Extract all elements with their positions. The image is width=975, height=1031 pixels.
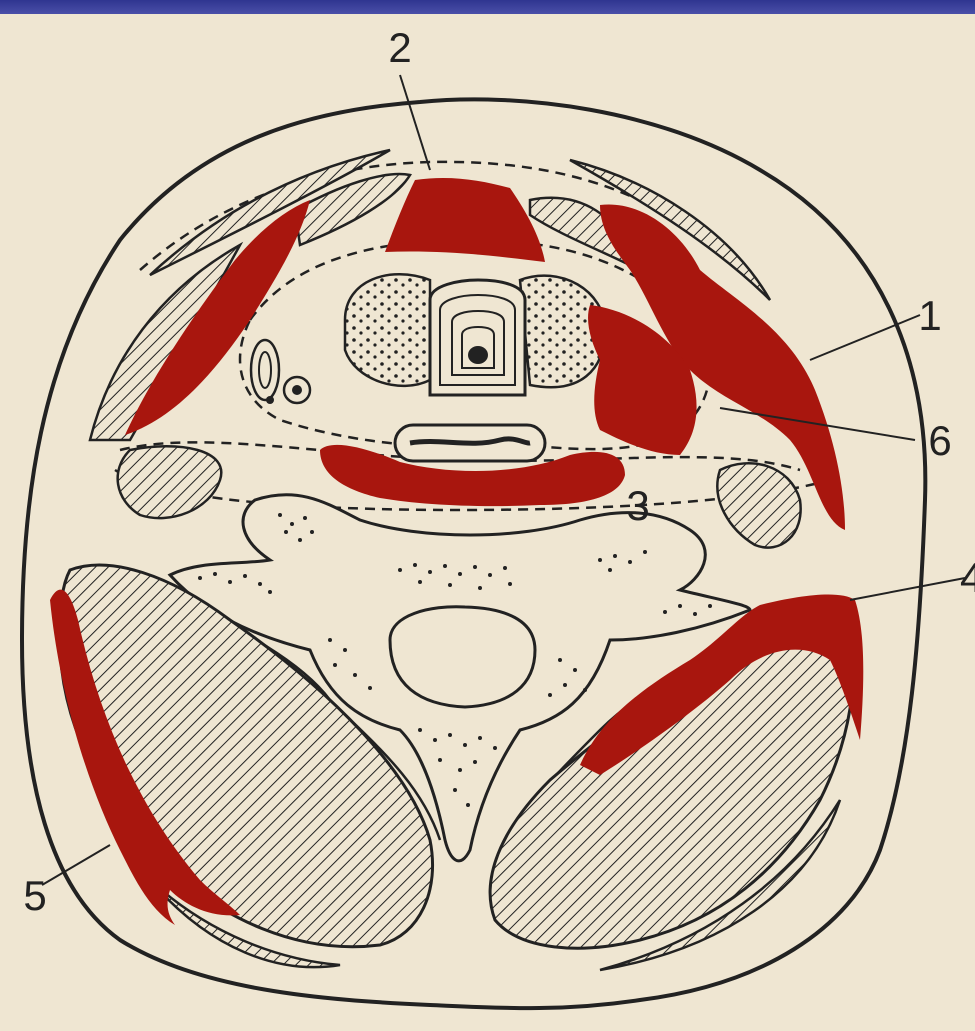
right-lateral-muscle [717,463,800,547]
label-2: 2 [388,24,411,71]
spinal-canal [390,607,535,707]
red-region-2 [385,178,545,262]
esophagus [395,425,545,461]
thyroid-left-lobe [345,274,430,386]
label-1: 1 [918,292,941,339]
left-neurovascular-bundle [251,340,310,404]
left-lateral-muscle [118,446,222,518]
larynx [430,280,525,395]
label-6: 6 [928,417,951,464]
label-5: 5 [23,872,46,919]
label-3: 3 [626,482,649,529]
label-4: 4 [960,554,975,601]
